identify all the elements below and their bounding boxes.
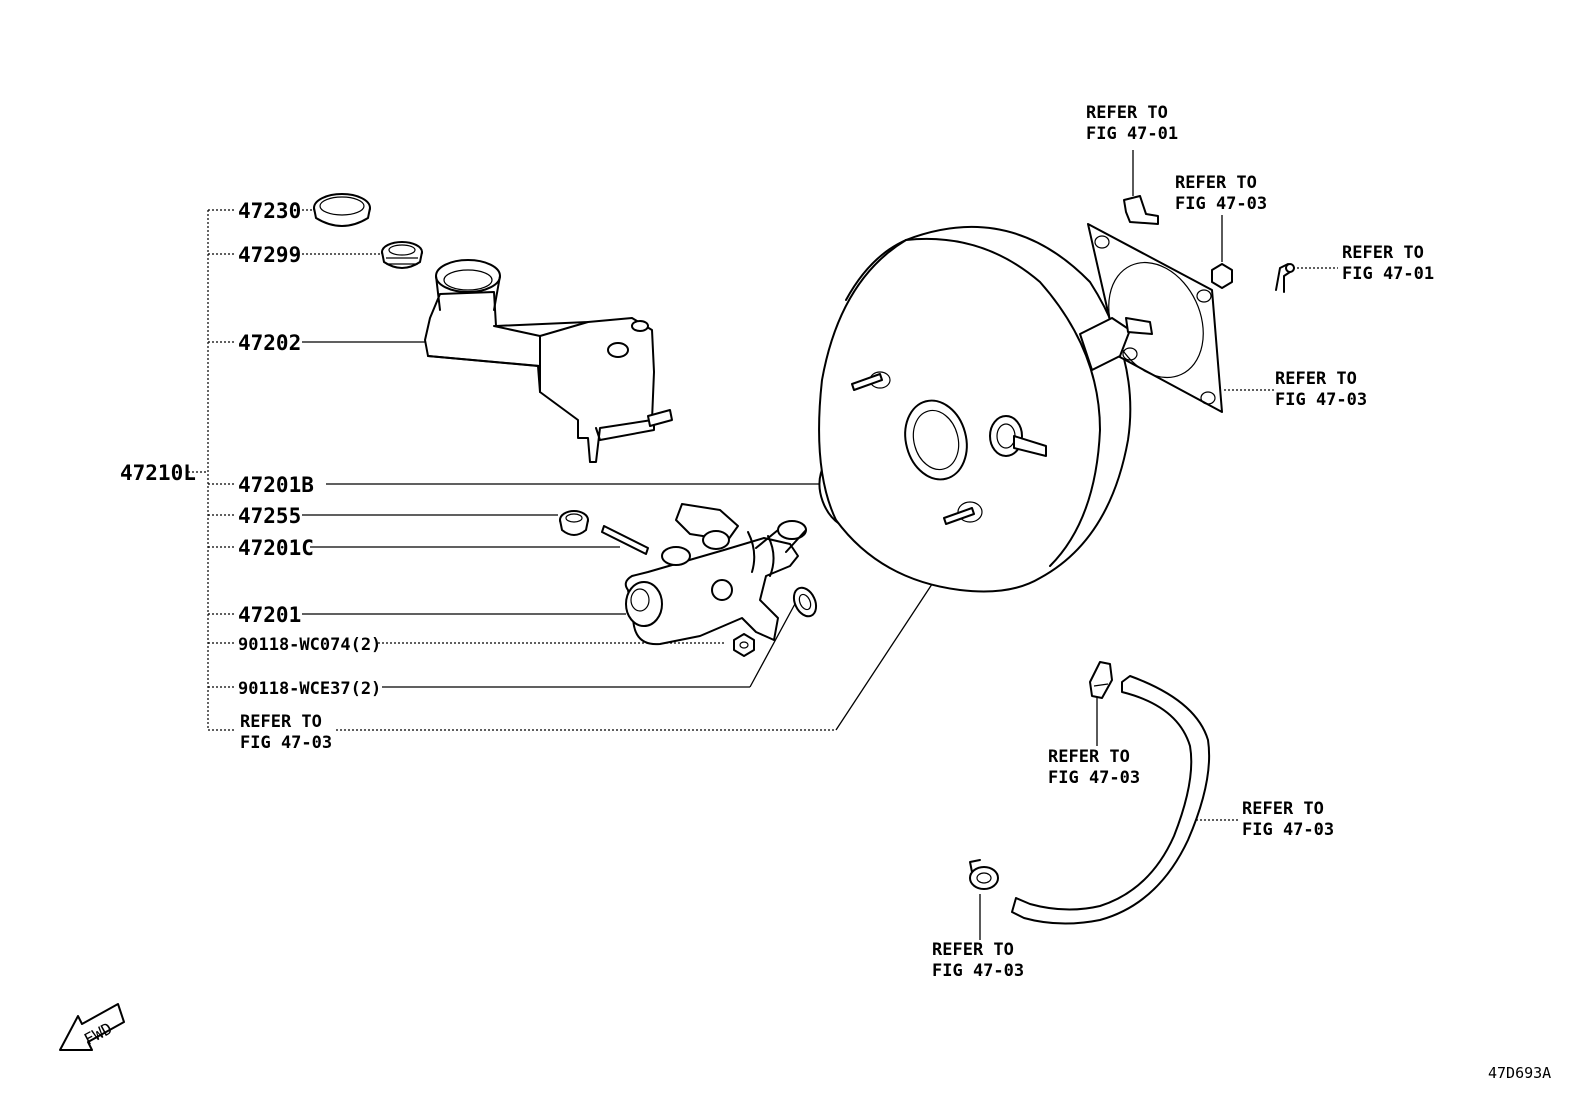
refer-note-hose-clip-upper-line1: REFER TO xyxy=(1048,747,1130,767)
reservoir-tank-47202 xyxy=(424,259,673,463)
fwd-arrow-icon: FWD xyxy=(59,1003,125,1051)
assembly-label: 47210L xyxy=(120,461,196,485)
part-label-47202: 47202 xyxy=(238,331,301,355)
refer-note-right-clip-line2: FIG 47-01 xyxy=(1342,264,1434,284)
part-label-47255: 47255 xyxy=(238,504,301,528)
nut-90118-wc074 xyxy=(733,633,755,657)
part-label-90118-wce37: 90118-WCE37(2) xyxy=(238,679,381,699)
refer-note-hose-clip-lower-line1: REFER TO xyxy=(932,940,1014,960)
refer-note-right-clip-line1: REFER TO xyxy=(1342,243,1424,263)
clevis-pin xyxy=(1123,195,1159,225)
refer-note-top-pin-line2: FIG 47-01 xyxy=(1086,124,1178,144)
refer-note-hose-line2: FIG 47-03 xyxy=(1242,820,1334,840)
refer-note-assy-line1: REFER TO xyxy=(240,712,322,732)
part-labels: 47210L 47230 47299 47202 47201B 47255 47… xyxy=(120,103,1551,1082)
hose-clip-lower xyxy=(969,859,999,890)
booster-nut xyxy=(1211,263,1233,289)
part-label-47201C: 47201C xyxy=(238,536,314,560)
part-label-47230: 47230 xyxy=(238,199,301,223)
refer-note-hose-clip-upper-line2: FIG 47-03 xyxy=(1048,768,1140,788)
refer-note-top-pin-line1: REFER TO xyxy=(1086,103,1168,123)
part-label-47299: 47299 xyxy=(238,243,301,267)
snap-clip xyxy=(1275,263,1295,293)
figure-code: 47D693A xyxy=(1488,1064,1551,1082)
hose-clip-upper xyxy=(1089,661,1113,699)
booster-gasket-plate xyxy=(1079,223,1223,413)
refer-note-top-nut-line2: FIG 47-03 xyxy=(1175,194,1267,214)
master-cylinder-47201 xyxy=(624,503,807,646)
gasket-90118-wce37 xyxy=(792,586,818,618)
reservoir-cap-47230 xyxy=(313,193,371,227)
vacuum-hose xyxy=(1011,675,1211,925)
refer-note-hose-clip-lower-line2: FIG 47-03 xyxy=(932,961,1024,981)
strainer-47299 xyxy=(381,241,423,269)
refer-note-assy-line2: FIG 47-03 xyxy=(240,733,332,753)
pin-47201C xyxy=(601,525,649,555)
refer-note-gasket-line1: REFER TO xyxy=(1275,369,1357,389)
refer-note-top-nut-line1: REFER TO xyxy=(1175,173,1257,193)
leader-lines xyxy=(188,150,1338,940)
brake-booster xyxy=(818,225,1132,593)
part-label-47201: 47201 xyxy=(238,603,301,627)
part-label-47201B: 47201B xyxy=(238,473,314,497)
part-label-90118-wc074: 90118-WC074(2) xyxy=(238,635,381,655)
refer-note-gasket-line2: FIG 47-03 xyxy=(1275,390,1367,410)
refer-note-hose-line1: REFER TO xyxy=(1242,799,1324,819)
grommet-47255 xyxy=(559,510,589,536)
